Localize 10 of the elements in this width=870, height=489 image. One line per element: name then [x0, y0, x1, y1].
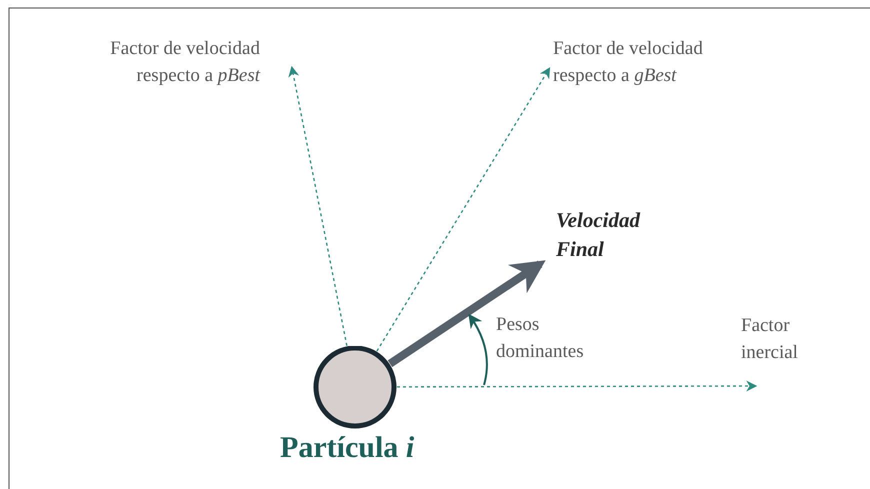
dashed-arrow	[397, 380, 758, 392]
factor-label: Factor inercial	[741, 314, 799, 365]
result-label: Velocidad Final	[556, 207, 642, 264]
thick-arrow	[388, 260, 546, 368]
particle-label: Partícula i	[280, 430, 416, 466]
angle-label: Pesos dominantes	[496, 313, 585, 364]
dashed-arrow	[376, 67, 550, 352]
factor-label: Factor de velocidad respecto a pBest	[109, 37, 260, 88]
factor-label: Factor de velocidad respecto a gBest	[553, 37, 704, 88]
dashed-arrow	[288, 66, 348, 346]
